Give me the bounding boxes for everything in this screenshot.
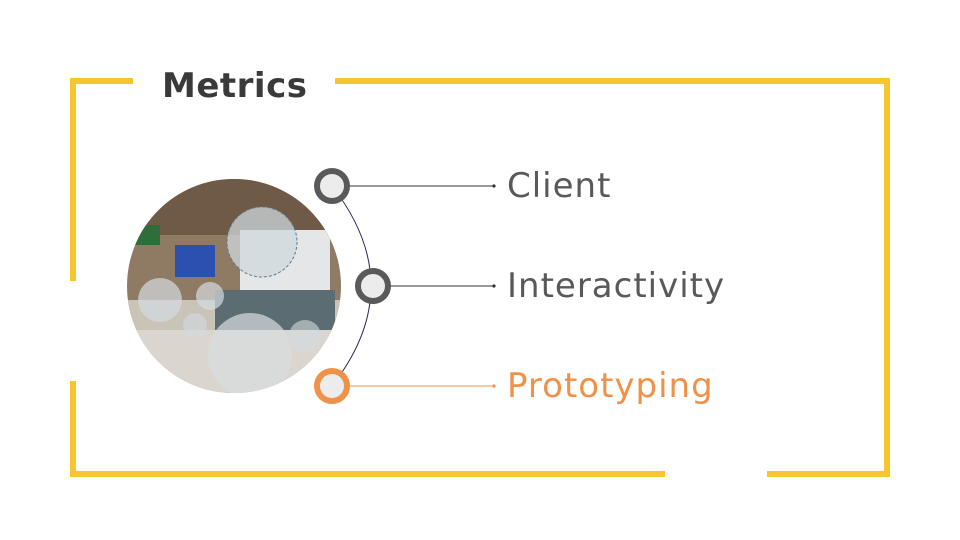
yellow-frame <box>70 78 890 477</box>
slide-title: Metrics <box>162 66 308 106</box>
node-prototyping <box>314 368 350 404</box>
label-client: Client <box>507 166 612 206</box>
frame-bottom-left <box>70 381 665 477</box>
node-client <box>314 168 350 204</box>
label-interactivity: Interactivity <box>507 266 726 306</box>
frame-top-left <box>70 78 133 281</box>
node-interactivity <box>355 268 391 304</box>
label-prototyping: Prototyping <box>507 366 714 406</box>
office-photo <box>127 179 341 393</box>
frame-top-right <box>335 78 890 477</box>
